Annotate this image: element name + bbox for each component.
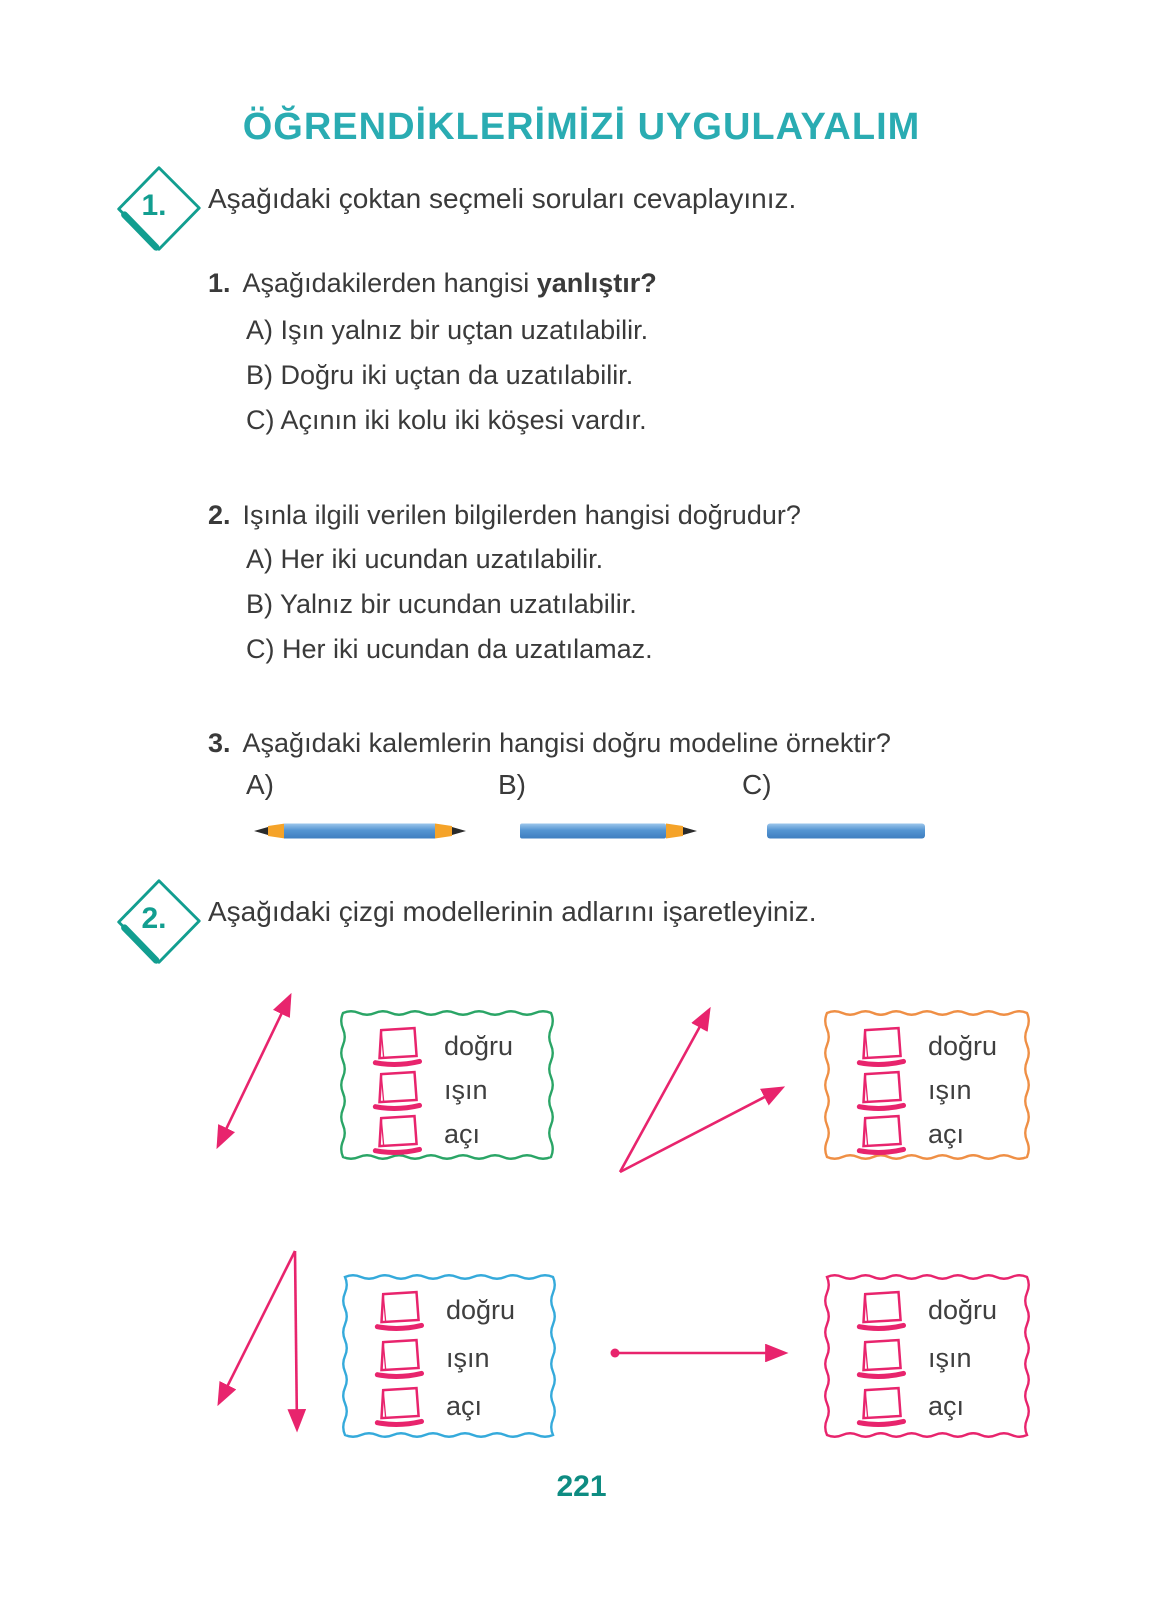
question-2-text: Işınla ilgili verilen bilgilerden hangis… [242,500,801,530]
question-2-number: 2. [208,500,231,530]
ray-model-drawing [610,1344,789,1362]
question-1: 1. Aşağıdakilerden hangisi yanlıştır? [208,267,657,299]
checkbox-row-isin: ışın [856,1336,1016,1380]
checkbox-row-aci: açı [856,1112,1016,1156]
option-2-c: C) Her iki ucundan da uzatılamaz. [246,634,653,664]
option-2-a: A) Her iki ucundan uzatılabilir. [246,544,604,574]
wavy-border [824,1010,1030,1160]
checkbox-label: açı [446,1390,483,1421]
checkbox-label: ışın [928,1342,972,1373]
page-title: ÖĞRENDİKLERİMİZİ UYGULAYALIM [242,106,921,148]
checkbox[interactable] [374,1336,424,1380]
checkbox[interactable] [856,1068,906,1112]
pencil-single-ended [520,823,697,839]
checkbox[interactable] [856,1336,906,1380]
section-2-number: 2. [141,902,167,935]
diamond-icon [117,879,201,964]
diamond-icon [117,166,201,251]
choice-b-label: B) [498,769,526,800]
checkbox-row-dogru: doğru [856,1288,1016,1332]
checkbox-label: doğru [928,1294,998,1325]
angle-model-drawing-2 [217,1250,307,1433]
checkbox[interactable] [374,1384,424,1428]
option-2-b: B) Yalnız bir ucundan uzatılabilir. [246,589,637,619]
checkbox[interactable] [374,1288,424,1332]
section-1-number: 1. [141,189,167,222]
checkbox-label: açı [928,1390,965,1421]
wavy-border [342,1274,556,1438]
answer-box-4: doğru ışın açı [822,1272,1032,1440]
checkbox-row-aci: açı [374,1384,542,1428]
answer-box-2: doğru ışın açı [822,1008,1032,1162]
checkbox[interactable] [372,1112,422,1156]
checkbox-row-isin: ışın [374,1336,542,1380]
question-1-bold: yanlıştır? [536,268,657,298]
line-model-drawing [216,992,292,1150]
section-2-instruction: Aşağıdaki çizgi modellerinin adlarını iş… [208,896,817,927]
checkbox-row-isin: ışın [856,1068,1016,1112]
question-1-number: 1. [208,268,231,298]
wavy-border [340,1010,554,1160]
question-3: 3. Aşağıdaki kalemlerin hangisi doğru mod… [208,727,891,759]
section-1-instruction: Aşağıdaki çoktan seçmeli soruları cevapl… [208,183,797,214]
checkbox-row-dogru: doğru [856,1024,1016,1068]
angle-model-drawing [618,1006,786,1174]
answer-box-1: doğru ışın açı [338,1008,556,1162]
section-1-badge: 1. [112,163,204,255]
checkbox[interactable] [372,1068,422,1112]
checkbox-row-aci: açı [372,1112,540,1156]
checkbox-label: doğru [446,1294,516,1325]
pencil-unsharpened [767,823,925,839]
checkbox-label: doğru [444,1030,514,1061]
checkbox-label: doğru [928,1030,998,1061]
checkbox-label: açı [444,1118,481,1149]
checkbox[interactable] [856,1024,906,1068]
checkbox-row-dogru: doğru [372,1024,540,1068]
checkbox-label: ışın [444,1074,488,1105]
question-3-text: Aşağıdaki kalemlerin hangisi doğru model… [242,728,891,758]
pencil-double-ended [254,823,466,839]
checkbox[interactable] [372,1024,422,1068]
option-1-b: B) Doğru iki uçtan da uzatılabilir. [246,360,634,390]
option-1-a: A) Işın yalnız bir uçtan uzatılabilir. [246,315,649,345]
checkbox-label: açı [928,1118,965,1149]
checkbox[interactable] [856,1288,906,1332]
checkbox[interactable] [856,1384,906,1428]
checkbox-row-dogru: doğru [374,1288,542,1332]
choice-c-label: C) [742,769,772,800]
answer-box-3: doğru ışın açı [340,1272,558,1440]
option-1-c: C) Açının iki kolu iki köşesi vardır. [246,405,647,435]
question-1-text: Aşağıdakilerden hangisi [242,268,537,298]
checkbox-label: ışın [928,1074,972,1105]
checkbox[interactable] [856,1112,906,1156]
choice-a-label: A) [246,769,274,800]
section-2-badge: 2. [112,876,204,968]
checkbox-label: ışın [446,1342,490,1373]
checkbox-row-aci: açı [856,1384,1016,1428]
question-3-number: 3. [208,728,231,758]
page-number: 221 [556,1470,607,1503]
checkbox-row-isin: ışın [372,1068,540,1112]
wavy-border [824,1274,1030,1438]
question-2: 2. Işınla ilgili verilen bilgilerden hang… [208,499,801,531]
